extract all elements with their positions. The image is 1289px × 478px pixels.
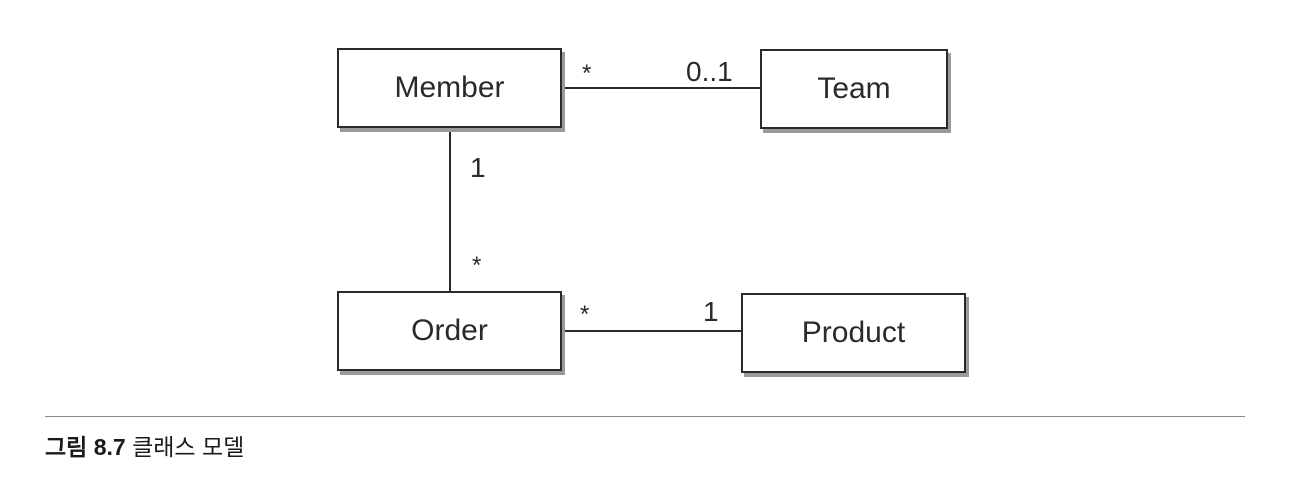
multiplicity-member-team-team-end: 0..1 bbox=[686, 56, 733, 87]
class-box-product: Product bbox=[741, 293, 966, 373]
caption-divider bbox=[45, 416, 1245, 417]
class-box-member: Member bbox=[337, 48, 562, 128]
class-diagram: Member Team Order Product * 0..1 1 * * 1 bbox=[337, 48, 966, 373]
class-name-order: Order bbox=[411, 314, 488, 347]
association-lines bbox=[449, 87, 760, 332]
multiplicity-member-order-member-end: 1 bbox=[470, 152, 486, 183]
multiplicity-order-product-product-end: 1 bbox=[703, 296, 719, 327]
figure-title: 클래스 모델 bbox=[132, 434, 245, 460]
figure-label: 그림 8.7 bbox=[45, 434, 126, 460]
multiplicity-member-order-order-end: * bbox=[472, 252, 482, 279]
multiplicity-order-product-order-end: * bbox=[580, 301, 590, 328]
class-box-team: Team bbox=[760, 49, 948, 129]
figure-caption: 그림 8.7 클래스 모델 bbox=[45, 428, 244, 462]
class-box-order: Order bbox=[337, 291, 562, 371]
multiplicity-member-team-member-end: * bbox=[582, 60, 592, 87]
class-name-product: Product bbox=[801, 316, 906, 349]
class-name-member: Member bbox=[394, 71, 505, 104]
class-name-team: Team bbox=[817, 72, 891, 105]
